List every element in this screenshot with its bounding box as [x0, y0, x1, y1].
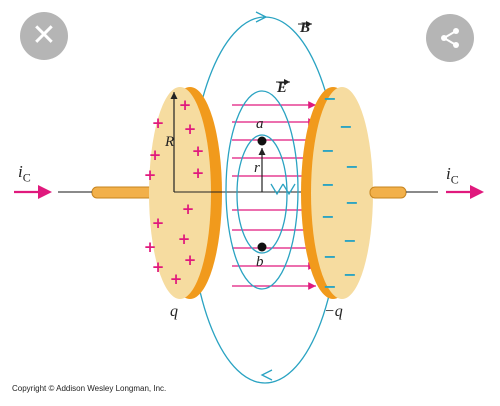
minus-signs: −−−−−−−−−−−: [321, 89, 358, 296]
minus-sign: −: [339, 117, 352, 136]
minus-sign: −: [345, 157, 358, 176]
plus-sign: +: [149, 146, 162, 164]
plus-sign: +: [192, 142, 205, 160]
close-button[interactable]: ✕: [20, 12, 68, 60]
label-charge-negative: −q: [324, 303, 343, 320]
plus-sign: +: [179, 96, 192, 114]
current-arrow-left: [14, 185, 52, 199]
plus-sign: +: [178, 230, 191, 248]
current-arrow-right: [446, 185, 484, 199]
label-current-left: iC: [18, 162, 31, 185]
minus-sign: −: [321, 141, 334, 160]
left-plate: [149, 87, 211, 299]
plus-sign: +: [184, 251, 197, 269]
b-field-arrow-bottom: [260, 369, 273, 381]
label-radius: R: [165, 134, 175, 150]
b-field-arrow-mid2: [282, 183, 296, 196]
plus-sign: +: [152, 258, 165, 276]
plus-sign: +: [192, 164, 205, 182]
label-point-b: b: [256, 254, 264, 270]
point-a: [257, 136, 267, 146]
plus-sign: +: [152, 214, 165, 232]
plus-signs: ++++++++++++++: [144, 96, 205, 288]
plus-sign: +: [144, 166, 157, 184]
plus-sign: +: [144, 238, 157, 256]
share-icon: [441, 28, 459, 48]
b-field-arrow-top: [255, 11, 268, 23]
plus-sign: +: [152, 114, 165, 132]
minus-sign: −: [343, 265, 356, 284]
right-plate: [311, 87, 373, 299]
point-b: [257, 242, 267, 252]
share-button[interactable]: [426, 14, 474, 62]
plus-sign: +: [184, 120, 197, 138]
label-r: r: [254, 160, 260, 176]
close-icon: ✕: [31, 18, 57, 53]
minus-sign: −: [345, 193, 358, 212]
label-charge-positive: q: [170, 303, 178, 320]
b-field-loop-middle: [225, 90, 299, 290]
plus-sign: +: [170, 270, 183, 288]
minus-sign: −: [323, 277, 336, 296]
minus-sign: −: [323, 89, 336, 108]
label-e-field: E: [277, 80, 288, 96]
plus-sign: +: [182, 200, 195, 218]
label-b-field: B: [300, 20, 311, 36]
copyright-text: Copyright © Addison Wesley Longman, Inc.: [12, 384, 167, 393]
b-field-loop-inner: [236, 134, 288, 254]
minus-sign: −: [321, 207, 334, 226]
b-field-arrow-mid: [270, 183, 284, 196]
label-current-right: iC: [446, 164, 459, 187]
right-wire: [369, 186, 407, 199]
minus-sign: −: [321, 175, 334, 194]
label-point-a: a: [256, 116, 264, 132]
minus-sign: −: [343, 231, 356, 250]
minus-sign: −: [323, 247, 336, 266]
